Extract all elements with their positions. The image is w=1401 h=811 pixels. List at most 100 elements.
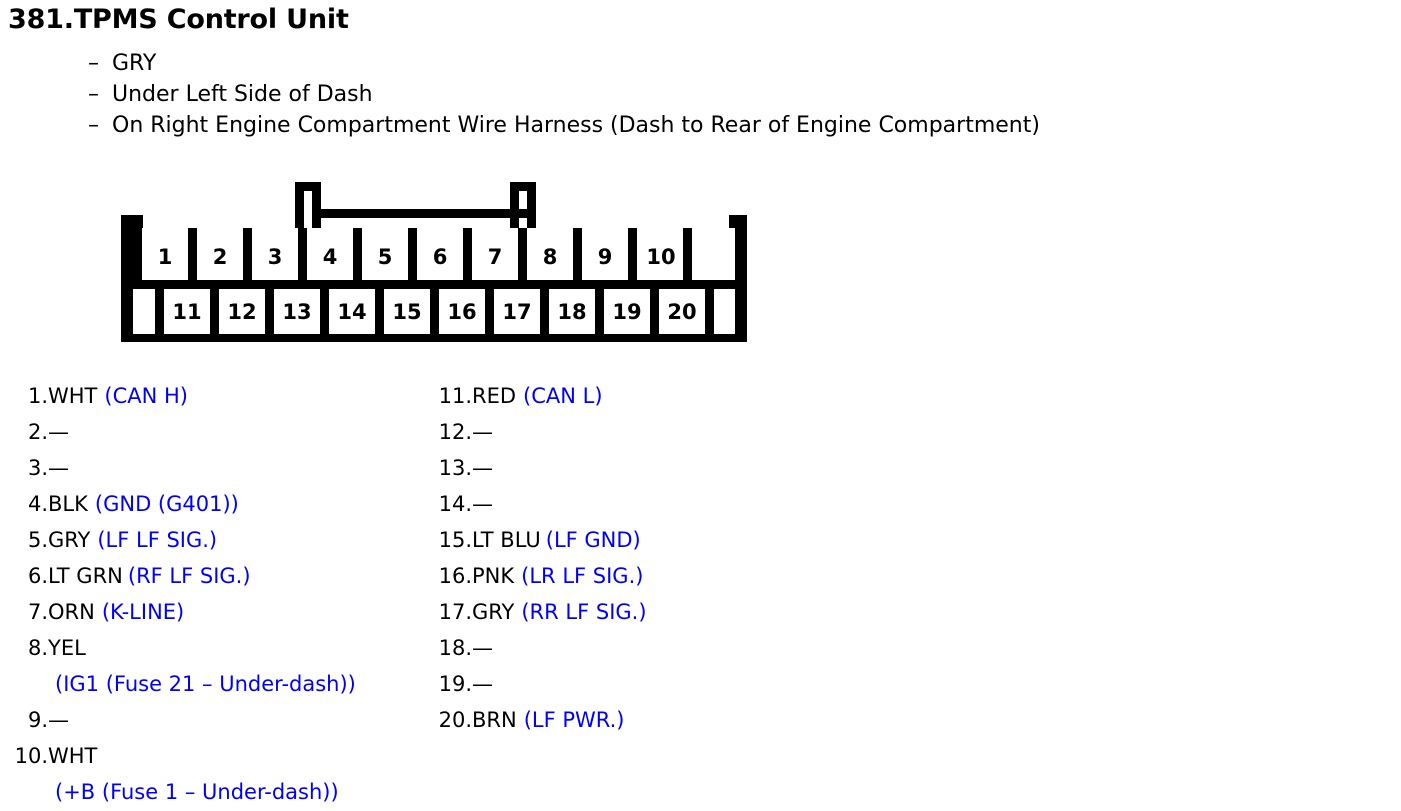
- pin-entry: 15.LT BLU(LF GND): [428, 522, 928, 558]
- pin-function-continued: (+B (Fuse 1 – Under-dash)): [55, 780, 339, 804]
- pin-number: 8.: [27, 636, 48, 660]
- pin-entry: 3.—: [0, 450, 430, 486]
- pin-number-cell: 19: [612, 300, 641, 324]
- pin-number: 14.: [438, 492, 472, 516]
- pin-wire-color: —: [48, 456, 69, 480]
- pin-wire-color: —: [472, 492, 493, 516]
- connector-diagram: 1 2 3 4 5 6 7 8 9 10 11 12 13 14 15 16 1…: [115, 176, 747, 354]
- pin-wire-color: —: [48, 708, 69, 732]
- connector-top-pin-numbers: 1 2 3 4 5 6 7 8 9 10: [158, 245, 676, 269]
- pin-number: 6.: [27, 564, 48, 588]
- pin-number-cell: 8: [543, 245, 558, 269]
- pin-entry: 12.—: [428, 414, 928, 450]
- pin-number: 1.: [27, 384, 48, 408]
- spec-bullet-text: Under Left Side of Dash: [112, 82, 373, 107]
- pin-number: 7.: [27, 600, 48, 624]
- pin-number: 20.: [438, 708, 472, 732]
- pin-number: 3.: [27, 456, 48, 480]
- pin-function: (LF LF SIG.): [97, 528, 218, 552]
- pin-number-cell: 14: [337, 300, 366, 324]
- pin-wire-color: GRY: [48, 528, 91, 552]
- pin-wire-color: BRN: [472, 708, 517, 732]
- bullet-dash-icon: –: [88, 51, 99, 76]
- pin-number: 12.: [438, 420, 472, 444]
- pin-number-cell: 4: [323, 245, 338, 269]
- pin-number-cell: 16: [447, 300, 476, 324]
- spec-bullet-item: – GRY: [88, 48, 1040, 79]
- pin-wire-color: —: [472, 672, 493, 696]
- connector-top-row-dividers: [133, 220, 735, 289]
- pin-number-cell: 10: [646, 245, 675, 269]
- spec-bullet-list: – GRY – Under Left Side of Dash – On Rig…: [88, 48, 1040, 141]
- pin-function: (RF LF SIG.): [127, 564, 251, 588]
- bullet-dash-icon: –: [88, 113, 99, 138]
- pin-wire-color: ORN: [48, 600, 95, 624]
- pin-wire-color: LT BLU: [472, 528, 541, 552]
- pin-entry: 10.WHT: [0, 738, 430, 774]
- pin-entry: 7.ORN(K-LINE): [0, 594, 430, 630]
- connector-bottom-pin-numbers: 11 12 13 14 15 16 17 18 19 20: [172, 300, 696, 324]
- pin-list-right: 11.RED(CAN L) 12.— 13.— 14.— 15.LT BLU(L…: [428, 378, 928, 738]
- pin-function: (LF PWR.): [523, 708, 625, 732]
- pin-wire-color: PNK: [472, 564, 515, 588]
- pin-wire-color: —: [472, 420, 493, 444]
- pin-number-cell: 6: [433, 245, 448, 269]
- pin-wire-color: RED: [472, 384, 517, 408]
- pin-entry: 4.BLK(GND (G401)): [0, 486, 430, 522]
- pin-number-cell: 5: [378, 245, 393, 269]
- pin-number-cell: 9: [598, 245, 613, 269]
- pin-entry: 20.BRN(LF PWR.): [428, 702, 928, 738]
- pin-entry: 19.—: [428, 666, 928, 702]
- pin-wire-color: WHT: [48, 744, 98, 768]
- pin-entry: 14.—: [428, 486, 928, 522]
- pin-number: 18.: [438, 636, 472, 660]
- pin-number-cell: 11: [172, 300, 201, 324]
- pin-wire-color: —: [472, 636, 493, 660]
- pin-number-cell: 13: [282, 300, 311, 324]
- pin-number-cell: 20: [667, 300, 696, 324]
- pin-entry: 11.RED(CAN L): [428, 378, 928, 414]
- pin-wire-color: —: [48, 420, 69, 444]
- pin-number-cell: 17: [502, 300, 531, 324]
- pin-entry: 5.GRY(LF LF SIG.): [0, 522, 430, 558]
- pin-number: 11.: [438, 384, 472, 408]
- connector-latch: [295, 182, 536, 231]
- pin-function: (RR LF SIG.): [521, 600, 647, 624]
- pin-entry: 1.WHT(CAN H): [0, 378, 430, 414]
- pin-entry: 8.YEL: [0, 630, 430, 666]
- pin-function: (K-LINE): [101, 600, 185, 624]
- pin-number-cell: 7: [488, 245, 503, 269]
- pin-number: 9.: [27, 708, 48, 732]
- pin-number-cell: 1: [158, 245, 173, 269]
- pin-entry: 16.PNK(LR LF SIG.): [428, 558, 928, 594]
- pin-wire-color: WHT: [48, 384, 98, 408]
- pin-function: (GND (G401)): [94, 492, 239, 516]
- pin-entry: 6.LT GRN(RF LF SIG.): [0, 558, 430, 594]
- pin-entry: 9.—: [0, 702, 430, 738]
- spec-bullet-text: On Right Engine Compartment Wire Harness…: [112, 113, 1040, 138]
- pin-wire-color: LT GRN: [48, 564, 123, 588]
- pin-number: 15.: [438, 528, 472, 552]
- connector-bottom-row-dividers: [155, 288, 714, 334]
- pin-wire-color: YEL: [48, 636, 86, 660]
- pin-wire-color: GRY: [472, 600, 515, 624]
- pin-number: 16.: [438, 564, 472, 588]
- pin-list-left: 1.WHT(CAN H) 2.— 3.— 4.BLK(GND (G401)) 5…: [0, 378, 430, 810]
- pin-number: 19.: [438, 672, 472, 696]
- pin-number: 4.: [27, 492, 48, 516]
- pin-function: (CAN L): [523, 384, 603, 408]
- pin-number-cell: 12: [227, 300, 256, 324]
- pin-number: 13.: [438, 456, 472, 480]
- pin-number-cell: 18: [557, 300, 586, 324]
- pin-entry: 17.GRY(RR LF SIG.): [428, 594, 928, 630]
- bullet-dash-icon: –: [88, 82, 99, 107]
- pin-number: 10.: [14, 744, 48, 768]
- pin-number-cell: 2: [213, 245, 228, 269]
- pin-number-cell: 3: [268, 245, 283, 269]
- connector-svg: 1 2 3 4 5 6 7 8 9 10 11 12 13 14 15 16 1…: [121, 182, 747, 342]
- pin-number: 5.: [27, 528, 48, 552]
- spec-bullet-text: GRY: [112, 51, 157, 76]
- pin-function: (LR LF SIG.): [521, 564, 644, 588]
- pin-number: 2.: [27, 420, 48, 444]
- page-title: 381.TPMS Control Unit: [8, 4, 349, 35]
